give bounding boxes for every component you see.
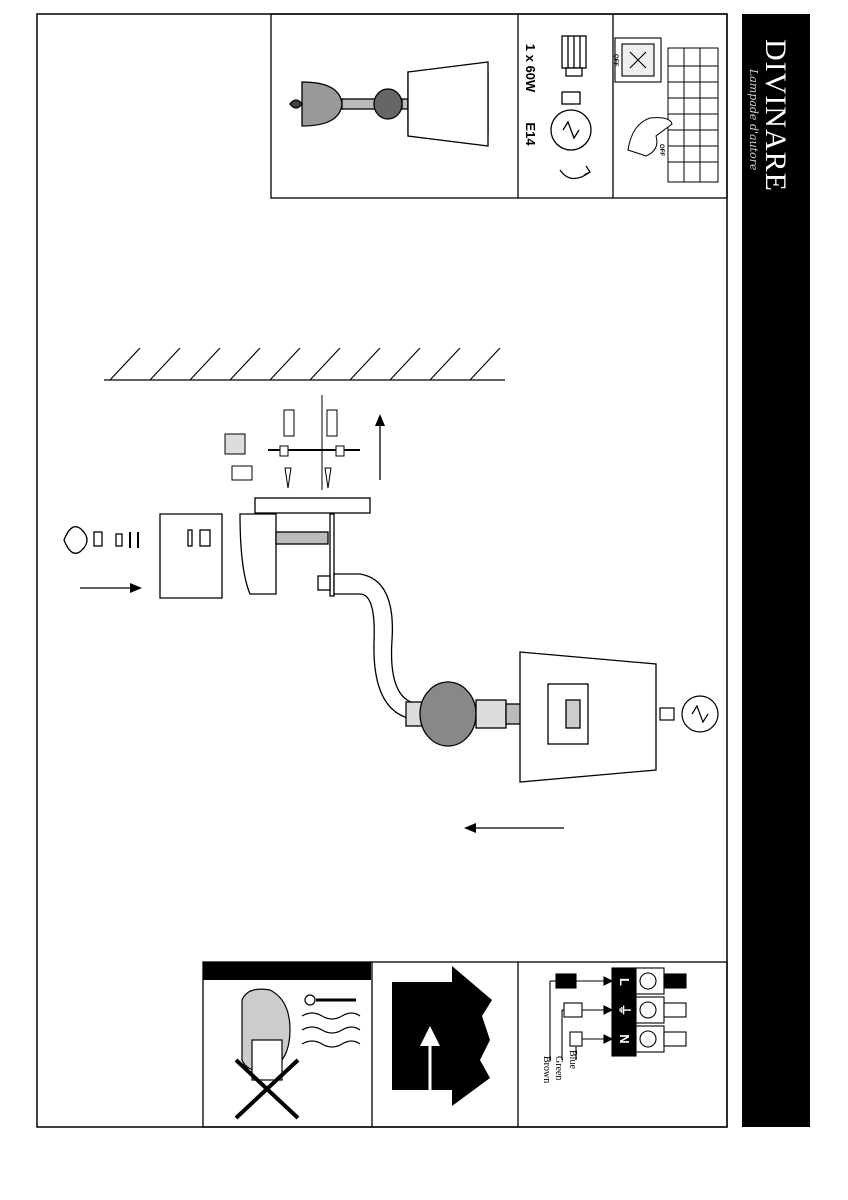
terminal-block-small	[224, 433, 253, 481]
screws-anchors	[268, 395, 360, 490]
wall-hatch	[104, 347, 505, 381]
bottom-panels	[202, 961, 728, 1128]
lamp-shade	[519, 651, 657, 783]
hand-icon	[627, 117, 673, 157]
off-label-2: OFF	[658, 144, 664, 156]
terminal-label-ground: ⏚	[617, 1003, 632, 1017]
bulb-icon	[550, 91, 592, 151]
shade-bulb	[659, 695, 719, 733]
hot-warning	[234, 988, 361, 1120]
off-label: OFF	[612, 54, 618, 66]
cover-parts	[63, 513, 277, 599]
socket-icon	[561, 35, 587, 77]
switch-icon	[614, 37, 662, 83]
lamp-thumbnail	[289, 61, 489, 147]
wire-label-brown: Brown	[541, 1056, 552, 1084]
terminal-label-l: L	[617, 978, 632, 986]
rotate-icon	[559, 165, 591, 180]
wall-plate	[254, 497, 371, 514]
wire-label-green: Green	[553, 1056, 564, 1081]
lamp-arm	[275, 513, 523, 747]
direction-panel	[392, 966, 492, 1126]
title-band	[742, 14, 810, 1127]
terminal-label-n: N	[617, 1034, 632, 1044]
top-info-panel	[270, 13, 728, 199]
warning-strip	[203, 962, 371, 980]
terminal-strip-icon	[667, 47, 719, 183]
wiring-diagram	[549, 967, 687, 1060]
wire-label-blue: Blue	[567, 1050, 578, 1069]
